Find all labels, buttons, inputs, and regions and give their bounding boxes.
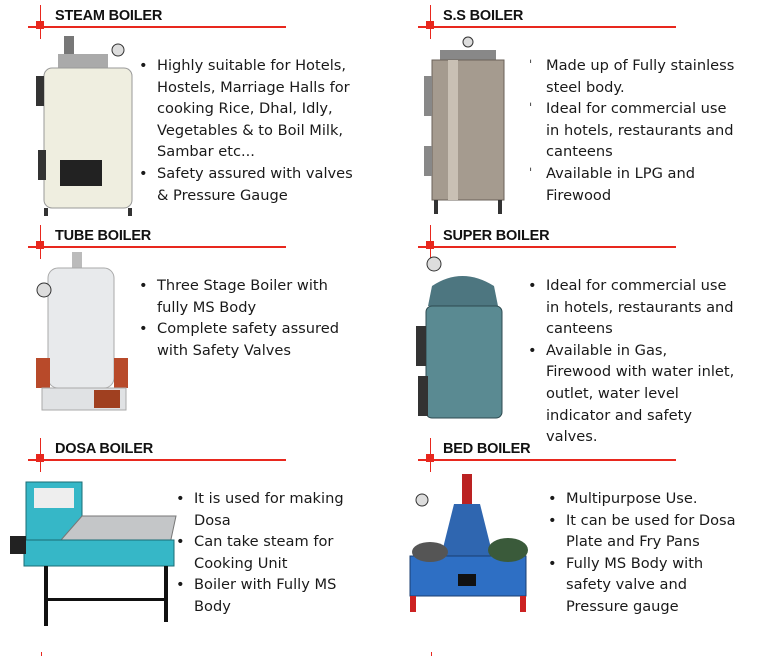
dosa-boiler-features: It is used for making Dosa Can take stea…: [176, 488, 354, 618]
section-title: BED BOILER: [443, 441, 531, 457]
section-title: S.S BOILER: [443, 8, 524, 24]
bed-boiler-image: [409, 474, 528, 612]
feature: Highly suitable for Hotels, Hostels, Mar…: [139, 55, 357, 163]
super-boiler-features: Ideal for commercial use in hotels, rest…: [528, 275, 736, 448]
feature: Available in LPG and Firewood: [529, 163, 736, 206]
steam-boiler-features: Highly suitable for Hotels, Hostels, Mar…: [139, 55, 357, 206]
feature: Safety assured with valves & Pressure Ga…: [139, 163, 357, 206]
feature: Complete safety assured with Safety Valv…: [139, 318, 342, 361]
section-title: SUPER BOILER: [443, 228, 550, 244]
ss-boiler-features: Made up of Fully stainless steel body. I…: [529, 55, 736, 206]
section-title: STEAM BOILER: [55, 8, 163, 24]
super-boiler-image: [416, 256, 503, 419]
tube-boiler-image: [36, 252, 128, 411]
feature: It is used for making Dosa: [176, 488, 354, 531]
feature: Boiler with Fully MS Body: [176, 574, 354, 617]
feature: Three Stage Boiler with fully MS Body: [139, 275, 342, 318]
feature: Multipurpose Use.: [548, 488, 736, 510]
feature: Fully MS Body with safety valve and Pres…: [548, 553, 736, 618]
feature: Can take steam for Cooking Unit: [176, 531, 354, 574]
feature: Ideal for commercial use in hotels, rest…: [528, 275, 736, 340]
feature: Ideal for commercial use in hotels, rest…: [529, 98, 736, 163]
steam-boiler-image: [36, 36, 133, 216]
tube-boiler-features: Three Stage Boiler with fully MS Body Co…: [139, 275, 342, 361]
bed-boiler-features: Multipurpose Use. It can be used for Dos…: [548, 488, 736, 618]
ss-boiler-image: [424, 36, 505, 214]
section-title: DOSA BOILER: [55, 441, 153, 457]
feature: It can be used for Dosa Plate and Fry Pa…: [548, 510, 736, 553]
dosa-boiler-image: [10, 481, 177, 626]
section-title: TUBE BOILER: [55, 228, 152, 244]
feature: Available in Gas, Firewood with water in…: [528, 340, 736, 448]
feature: Made up of Fully stainless steel body.: [529, 55, 736, 98]
